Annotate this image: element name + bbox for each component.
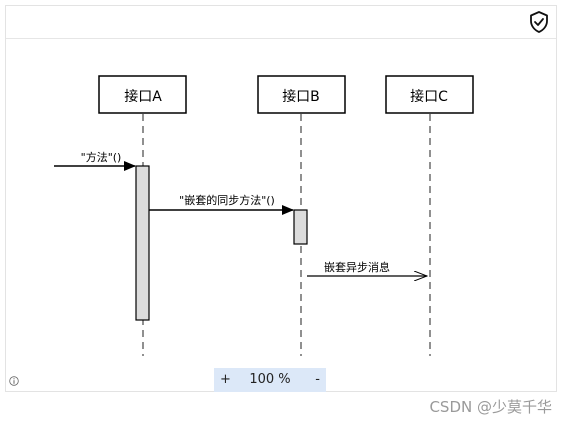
- activation-b[interactable]: [293, 209, 308, 245]
- watermark: CSDN @少莫千华: [429, 398, 552, 416]
- message-3-label: 嵌套异步消息: [324, 260, 390, 274]
- activation-a[interactable]: [135, 165, 150, 321]
- info-icon[interactable]: [9, 376, 19, 386]
- sequence-diagram: 接口A 接口B 接口C "方法"() "嵌套的同步方法"() 嵌套异步消息: [54, 75, 474, 356]
- participant-a-label: 接口A: [124, 88, 162, 105]
- shield-check-icon[interactable]: [527, 10, 551, 34]
- viewer-toolbar: [6, 6, 556, 39]
- zoom-out-button[interactable]: -: [315, 372, 320, 387]
- zoom-in-button[interactable]: +: [220, 372, 231, 387]
- participant-b[interactable]: 接口B: [257, 75, 346, 114]
- message-2-label: "嵌套的同步方法"(): [179, 193, 275, 207]
- participant-a[interactable]: 接口A: [98, 75, 187, 114]
- diagram-viewer: 接口A 接口B 接口C "方法"() "嵌套的同步方法"() 嵌套异步消息 10…: [5, 5, 557, 392]
- zoom-controls: 100 % + -: [214, 368, 326, 392]
- participant-c-label: 接口C: [410, 88, 448, 105]
- message-1-label: "方法"(): [81, 150, 122, 164]
- participant-c[interactable]: 接口C: [385, 75, 474, 114]
- zoom-level: 100 %: [249, 372, 291, 387]
- participant-b-label: 接口B: [282, 88, 320, 105]
